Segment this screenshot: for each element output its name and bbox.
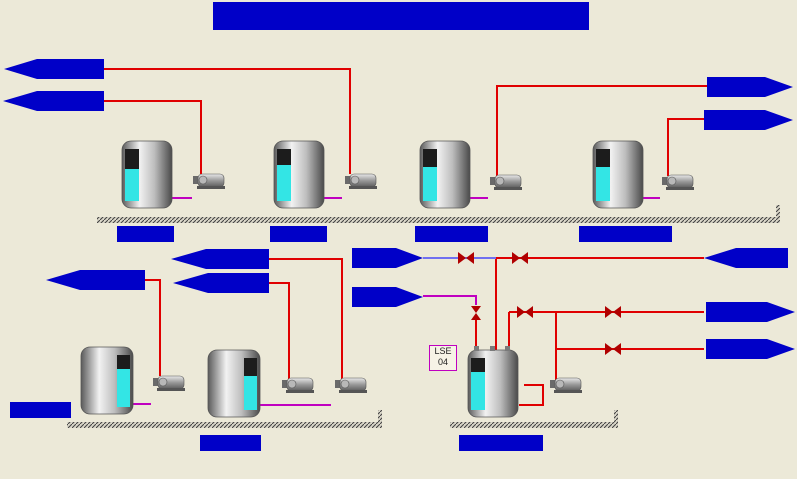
flag-in-2 [704,110,793,130]
tank-7 [467,346,519,418]
flag-out-4 [171,249,269,269]
valve-6 [605,343,613,355]
pump-8 [549,377,583,394]
tank-1 [121,140,173,209]
flag-in-1 [707,77,793,97]
valve-2b [520,252,528,264]
pump-2 [344,173,378,190]
pipe-7 [269,282,290,380]
station-label-1 [117,226,174,242]
pipe-8 [495,257,704,350]
pipe-2 [104,100,202,174]
station-label-2 [270,226,327,242]
pump-3 [489,174,523,191]
flag-out-5 [173,273,269,293]
screen-title-bar [213,2,589,30]
flag-in-5 [706,302,795,322]
station-label-7 [459,435,543,451]
valve-1 [458,252,466,264]
tank-3 [419,140,471,209]
flag-in-6 [706,339,795,359]
pumps [152,173,695,394]
valve-3 [471,306,481,313]
flag-out-6 [704,248,788,268]
floor-bottom-left-end [378,410,382,428]
flag-in-4 [352,287,423,307]
pipe-14 [519,384,544,406]
flag-out-2 [3,91,104,111]
pipe-6 [269,258,343,379]
tank-4 [592,140,644,209]
tanks [80,140,644,418]
valve-4 [517,306,525,318]
valve-2 [512,252,520,264]
pipe-11 [509,311,557,380]
floor-top [97,217,779,223]
station-label-4 [579,226,672,242]
pipe-5 [145,279,161,376]
flag-out-1 [4,59,104,79]
flag-tags [3,59,795,359]
floor-top-end [776,205,780,223]
valve-6b [613,343,621,355]
flag-in-3 [352,248,423,268]
tank-2 [273,140,325,209]
flag-out-3 [46,270,145,290]
tag-line-2: 04 [437,357,448,367]
tank-5 [80,346,134,415]
valve-5b [613,306,621,318]
valve-4b [525,306,533,318]
valve-1b [466,252,474,264]
valve-3b [471,313,481,320]
valve-5 [605,306,613,318]
pump-4 [661,174,695,191]
floor-bottom-left [67,422,381,428]
pipe-1 [104,68,351,174]
tank-6 [207,349,261,418]
pump-6 [281,377,315,394]
station-label-5 [10,402,71,418]
tag-line-1: LSE [434,346,452,356]
pump-1 [192,173,226,190]
floor-bottom-right [450,422,618,428]
station-label-3 [415,226,488,242]
valves [458,252,621,355]
pump-5 [152,375,186,392]
station-label-6 [200,435,261,451]
pipe-m1 [423,295,477,305]
pipe-4 [667,118,704,176]
tag-lse-04[interactable]: LSE 04 [429,345,457,371]
pump-7 [334,377,368,394]
pipe-3 [496,85,707,176]
floor-bottom-right-end [614,410,618,428]
